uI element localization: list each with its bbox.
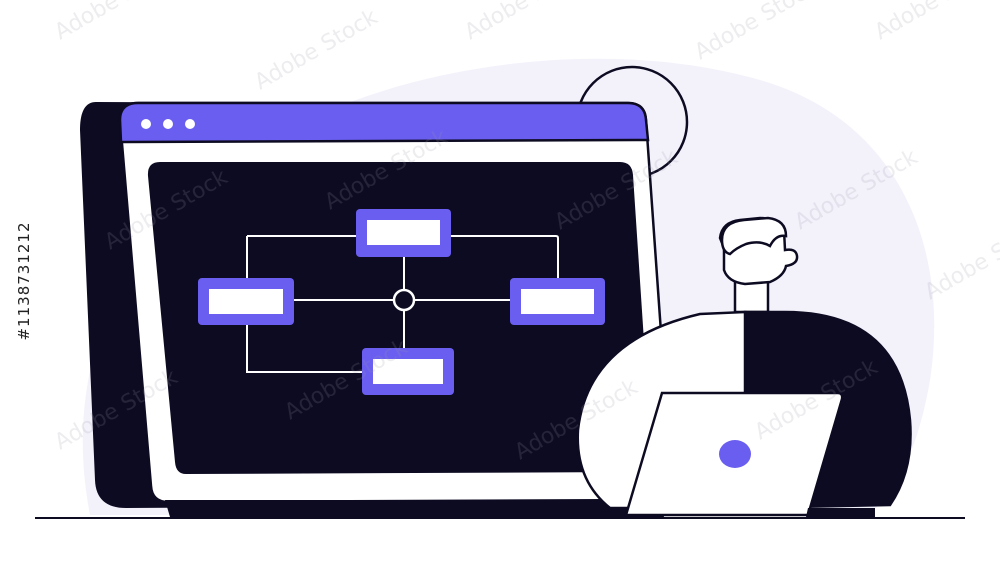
stock-id-text: #1138731212 (15, 221, 33, 341)
laptop-icon (624, 391, 875, 517)
person-hair (720, 216, 788, 256)
flowchart-node-left (198, 278, 294, 325)
flowchart-hub-node (392, 288, 416, 312)
watermark-text: Adobe Stock (461, 0, 593, 45)
flowchart-node-top (356, 209, 451, 257)
three-dots-icon (141, 119, 195, 129)
watermark-text: Adobe Stock (871, 0, 1000, 45)
flowchart-node-bottom (362, 348, 454, 395)
flowchart-icon (198, 209, 605, 395)
watermark-text: Adobe Stock (51, 0, 183, 45)
flowchart-node-right (510, 278, 605, 325)
window-title-bar (118, 101, 650, 144)
watermark-text: Adobe Stock (251, 5, 383, 96)
monitor-base (165, 500, 664, 517)
laptop-logo (719, 440, 751, 468)
laptop-base (806, 508, 875, 517)
monitor-screen (147, 162, 653, 474)
watermark-text: Adobe Stock (691, 0, 823, 65)
watermark-text: Adobe Stock (921, 215, 1000, 306)
